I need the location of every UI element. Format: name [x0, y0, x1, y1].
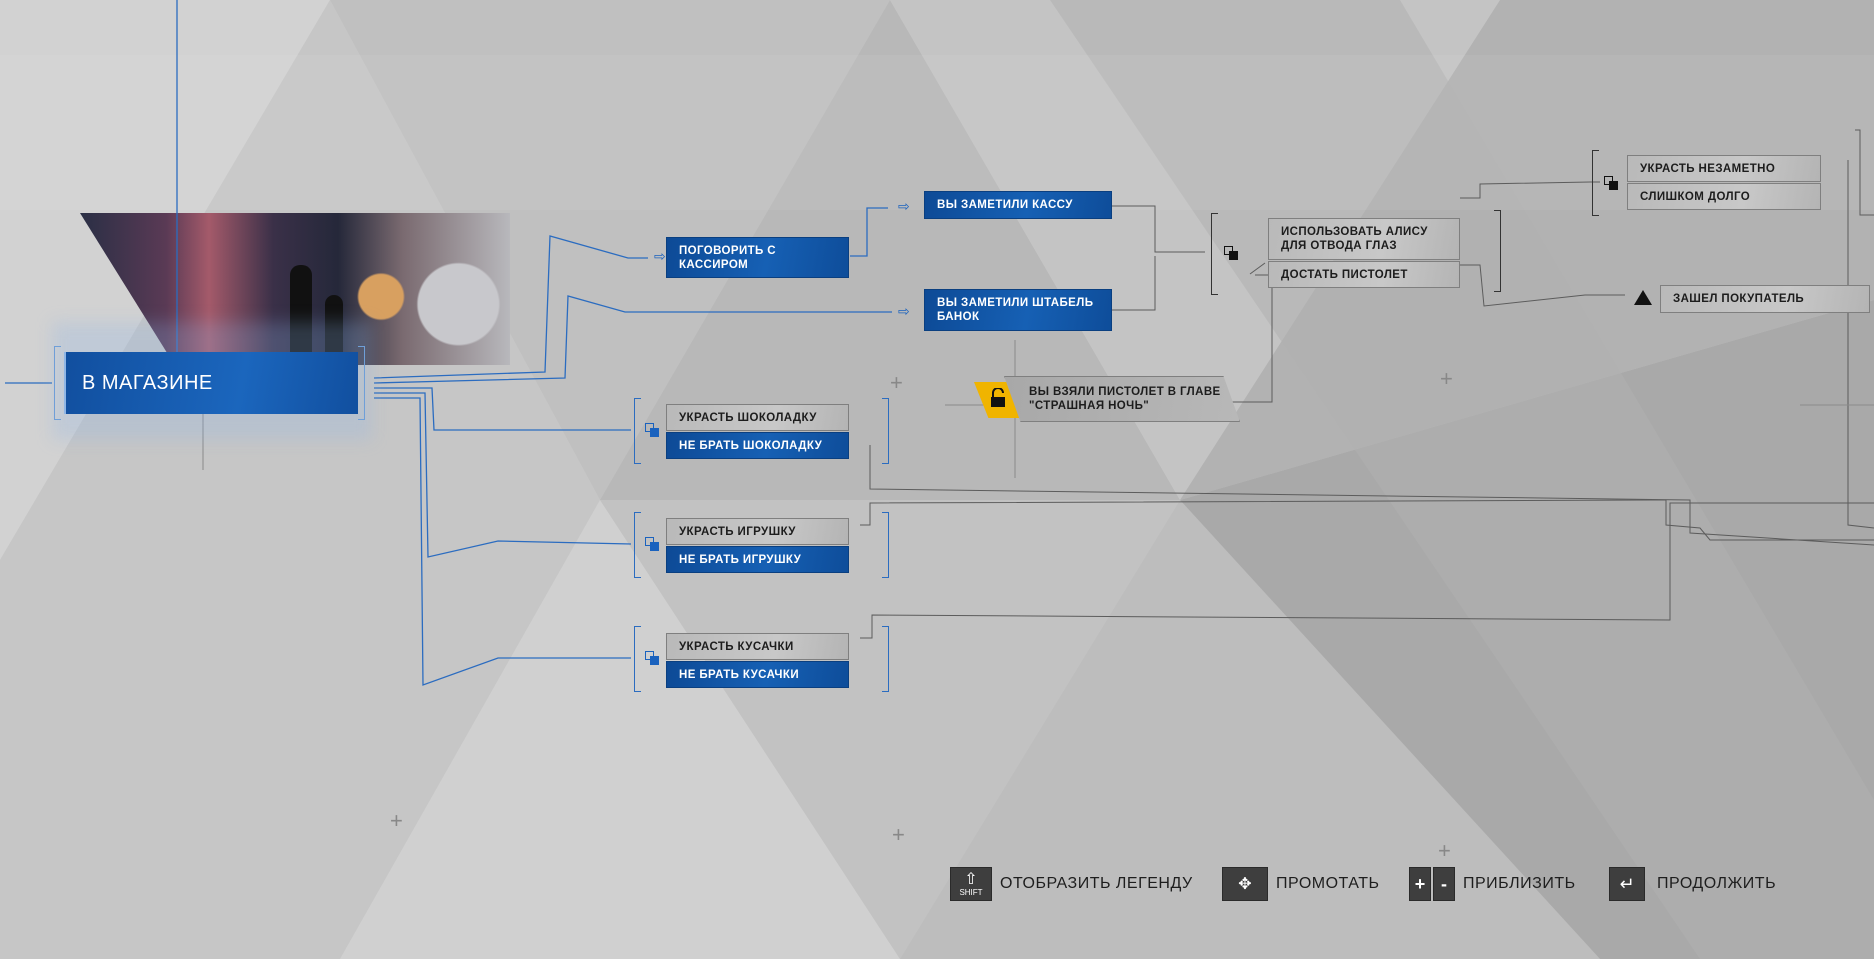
node-steal-toy[interactable]: УКРАСТЬ ИГРУШКУ	[666, 518, 849, 545]
choice-icon	[1224, 246, 1238, 260]
node-label: УКРАСТЬ КУСАЧКИ	[679, 640, 794, 653]
node-took-gun-chapter[interactable]: ВЫ ВЗЯЛИ ПИСТОЛЕТ В ГЛАВЕ "СТРАШНАЯ НОЧЬ…	[1004, 376, 1240, 422]
node-label: УКРАСТЬ НЕЗАМЕТНО	[1640, 162, 1776, 175]
hint-legend[interactable]: ⇧ SHIFT ОТОБРАЗИТЬ ЛЕГЕНДУ	[950, 866, 1193, 902]
figure-silhouette	[325, 295, 343, 365]
start-node[interactable]: В МАГАЗИНЕ	[64, 352, 358, 414]
hint-label: ПРОМОТАТЬ	[1276, 875, 1380, 892]
grid-marker: +	[1438, 838, 1451, 863]
bracket	[634, 626, 641, 692]
node-skip-cutters[interactable]: НЕ БРАТЬ КУСАЧКИ	[666, 661, 849, 688]
bracket	[882, 626, 889, 692]
choice-icon	[645, 651, 659, 665]
hint-label: ОТОБРАЗИТЬ ЛЕГЕНДУ	[1000, 875, 1193, 892]
enter-key-icon: ↵	[1609, 867, 1645, 901]
key-caption: SHIFT	[959, 887, 983, 897]
node-label: УКРАСТЬ ШОКОЛАДКУ	[679, 411, 817, 424]
hint-label: ПРИБЛИЗИТЬ	[1463, 875, 1576, 892]
bracket	[882, 512, 889, 578]
minus-key-icon: -	[1433, 867, 1455, 901]
node-talk-cashier[interactable]: ПОГОВОРИТЬ С КАССИРОМ	[666, 237, 849, 278]
node-label: ПОГОВОРИТЬ С КАССИРОМ	[679, 244, 777, 271]
plus-key-icon: +	[1409, 867, 1431, 901]
lock-icon	[991, 388, 1005, 407]
grid-marker: +	[890, 370, 903, 395]
node-use-alice[interactable]: ИСПОЛЬЗОВАТЬ АЛИСУ ДЛЯ ОТВОДА ГЛАЗ	[1268, 218, 1460, 260]
node-steal-quietly[interactable]: УКРАСТЬ НЕЗАМЕТНО	[1627, 155, 1821, 182]
choice-icon	[645, 537, 659, 551]
bracket	[1592, 150, 1599, 216]
node-label: ВЫ ЗАМЕТИЛИ КАССУ	[937, 199, 1073, 211]
node-steal-cutters[interactable]: УКРАСТЬ КУСАЧКИ	[666, 633, 849, 660]
node-steal-chocolate[interactable]: УКРАСТЬ ШОКОЛАДКУ	[666, 404, 849, 431]
grid-marker: +	[390, 808, 403, 833]
node-label: ДОСТАТЬ ПИСТОЛЕТ	[1281, 268, 1408, 281]
grid-marker: +	[1440, 366, 1453, 391]
bracket	[1494, 210, 1501, 292]
pan-arrows-icon: ✥	[1222, 867, 1268, 901]
node-too-long[interactable]: СЛИШКОМ ДОЛГО	[1627, 183, 1821, 210]
hint-zoom[interactable]: + - ПРИБЛИЗИТЬ	[1409, 866, 1576, 902]
node-skip-chocolate[interactable]: НЕ БРАТЬ ШОКОЛАДКУ	[666, 432, 849, 459]
start-node-label: В МАГАЗИНЕ	[82, 372, 213, 394]
node-label: НЕ БРАТЬ ИГРУШКУ	[679, 553, 802, 566]
node-label: УКРАСТЬ ИГРУШКУ	[679, 525, 796, 538]
bracket	[54, 346, 61, 420]
bracket	[358, 346, 365, 420]
hint-continue[interactable]: ↵ ПРОДОЛЖИТЬ	[1609, 866, 1776, 902]
arrow-right-icon: ⇨	[898, 303, 910, 319]
node-skip-toy[interactable]: НЕ БРАТЬ ИГРУШКУ	[666, 546, 849, 573]
node-noticed-register[interactable]: ВЫ ЗАМЕТИЛИ КАССУ	[924, 191, 1112, 219]
node-label: НЕ БРАТЬ КУСАЧКИ	[679, 668, 799, 681]
shift-key-icon: ⇧ SHIFT	[950, 867, 992, 901]
node-label: НЕ БРАТЬ ШОКОЛАДКУ	[679, 439, 823, 452]
hint-pan[interactable]: ✥ ПРОМОТАТЬ	[1222, 866, 1379, 902]
node-label: ИСПОЛЬЗОВАТЬ АЛИСУ ДЛЯ ОТВОДА ГЛАЗ	[1281, 226, 1428, 252]
bracket	[634, 512, 641, 578]
node-label: ВЫ ЗАМЕТИЛИ ШТАБЕЛЬ БАНОК	[937, 297, 1094, 323]
choice-icon	[645, 423, 659, 437]
arrow-right-icon: ⇨	[898, 198, 910, 214]
grid-marker: +	[892, 822, 905, 847]
node-label: СЛИШКОМ ДОЛГО	[1640, 190, 1751, 203]
bracket	[1211, 213, 1218, 295]
hint-label: ПРОДОЛЖИТЬ	[1657, 875, 1777, 892]
node-noticed-cans[interactable]: ВЫ ЗАМЕТИЛИ ШТАБЕЛЬ БАНОК	[924, 289, 1112, 331]
node-customer-entered[interactable]: ЗАШЕЛ ПОКУПАТЕЛЬ	[1660, 285, 1870, 313]
arrow-right-icon: ⇨	[654, 248, 666, 264]
bracket	[882, 398, 889, 464]
bracket	[634, 398, 641, 464]
node-take-gun[interactable]: ДОСТАТЬ ПИСТОЛЕТ	[1268, 261, 1460, 288]
choice-icon	[1604, 176, 1618, 190]
triangle-icon	[1634, 290, 1652, 305]
node-label: ВЫ ВЗЯЛИ ПИСТОЛЕТ В ГЛАВЕ "СТРАШНАЯ НОЧЬ…	[1029, 386, 1221, 412]
figure-silhouette	[290, 265, 312, 365]
node-label: ЗАШЕЛ ПОКУПАТЕЛЬ	[1673, 293, 1805, 305]
